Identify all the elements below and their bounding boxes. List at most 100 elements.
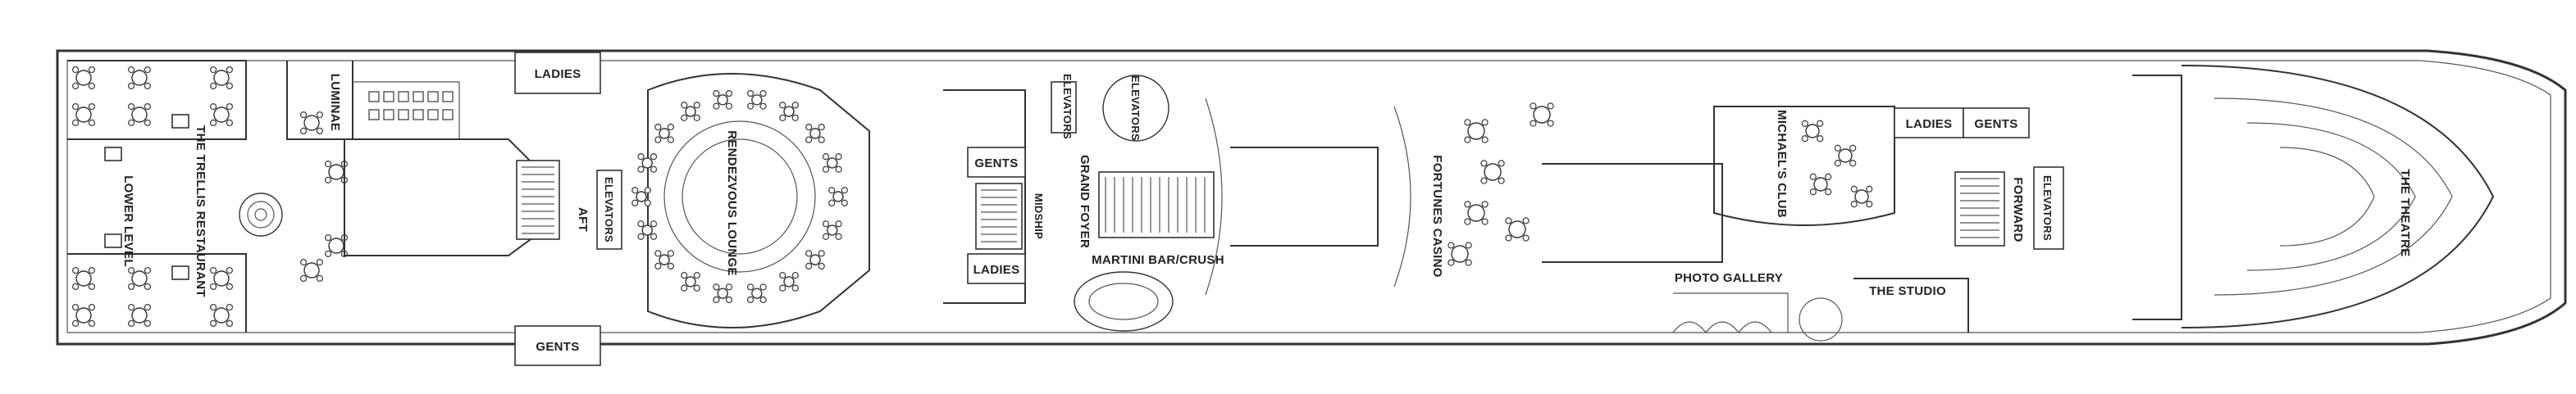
midship-area: GENTS LADIES MIDSHIP	[943, 89, 1045, 304]
table	[75, 270, 92, 287]
chair	[725, 296, 733, 304]
chair	[383, 109, 394, 120]
chair	[1834, 144, 1841, 152]
chair	[650, 220, 658, 228]
chair	[693, 114, 700, 122]
chair	[681, 114, 688, 122]
chair	[791, 102, 799, 109]
chair	[822, 233, 830, 240]
gents-aft-label: GENTS	[536, 340, 579, 354]
chair	[368, 109, 380, 120]
chair	[71, 283, 80, 291]
central-sculpture	[239, 192, 283, 237]
table	[1838, 148, 1853, 163]
chair	[1801, 120, 1808, 127]
gents-fwd-label: GENTS	[1974, 117, 2017, 131]
chair	[791, 284, 799, 292]
chair	[71, 82, 80, 90]
table	[75, 70, 92, 86]
table	[659, 254, 670, 265]
chair	[71, 266, 80, 274]
chair	[209, 303, 217, 311]
chair	[1849, 144, 1857, 152]
ladies-mid-room	[967, 253, 1026, 284]
chair	[1480, 160, 1488, 167]
chair	[1530, 120, 1537, 127]
chair	[1481, 136, 1489, 143]
chair	[226, 119, 234, 127]
chair	[316, 127, 324, 135]
table	[131, 270, 148, 287]
chair	[413, 91, 424, 102]
chair	[644, 199, 651, 206]
chair	[427, 91, 439, 102]
chair	[713, 89, 720, 97]
chair	[805, 136, 813, 143]
table	[751, 94, 763, 106]
chair	[759, 102, 767, 110]
table	[328, 238, 344, 254]
theatre-area: THE THEATRE	[2132, 65, 2495, 328]
elevators-mid-label-1: ELEVATORS	[1061, 74, 1074, 139]
luminae-area: LUMINAE	[286, 61, 460, 140]
chair	[835, 233, 842, 240]
table	[636, 191, 647, 202]
chair	[413, 109, 424, 120]
chair	[667, 136, 675, 143]
table	[827, 224, 838, 236]
chair	[1448, 242, 1455, 249]
chair	[805, 262, 813, 270]
table	[131, 70, 148, 86]
chair	[713, 102, 720, 110]
chair	[1866, 201, 1873, 208]
chair	[127, 319, 135, 328]
chair	[1866, 185, 1873, 192]
gents-mid-label: GENTS	[974, 156, 1018, 170]
table	[75, 106, 92, 123]
chair	[209, 82, 217, 90]
chair	[1464, 119, 1471, 126]
table	[1467, 122, 1485, 140]
ladies-aft-label: LADIES	[535, 67, 581, 81]
elevators-aft-label: ELEVATORS	[603, 177, 615, 242]
table	[1813, 177, 1828, 192]
chair	[226, 66, 234, 74]
chair	[841, 187, 848, 194]
chair	[693, 271, 700, 279]
elevators-mid-label-2: ELEVATORS	[1129, 75, 1142, 141]
table	[131, 106, 148, 123]
chair	[88, 102, 96, 111]
chair	[127, 283, 135, 291]
chair	[654, 262, 662, 270]
chair	[144, 119, 152, 127]
chair	[1465, 242, 1472, 249]
chair	[713, 283, 720, 291]
midship-label: MIDSHIP	[1033, 193, 1045, 239]
chair	[1850, 201, 1858, 208]
table	[1484, 163, 1502, 181]
chair	[226, 82, 234, 90]
table	[213, 70, 230, 86]
chair	[631, 199, 639, 206]
chair	[368, 91, 380, 102]
chair	[1817, 135, 1824, 143]
chair	[725, 283, 733, 291]
chair	[835, 220, 842, 228]
table	[1854, 189, 1869, 204]
chair	[1481, 201, 1489, 208]
chair	[637, 165, 645, 173]
chair	[127, 266, 135, 274]
chair	[818, 123, 825, 131]
gents-fwd-room	[1963, 107, 2030, 138]
chair	[1448, 259, 1455, 266]
the-theatre-label: THE THEATRE	[2398, 169, 2412, 256]
table	[328, 164, 344, 180]
chair	[805, 250, 813, 257]
chair	[299, 111, 308, 119]
chair	[127, 303, 135, 311]
forward-label: FORWARD	[2011, 177, 2025, 242]
table	[685, 106, 696, 117]
table	[717, 288, 728, 299]
chair	[650, 233, 658, 240]
chair	[88, 283, 96, 291]
